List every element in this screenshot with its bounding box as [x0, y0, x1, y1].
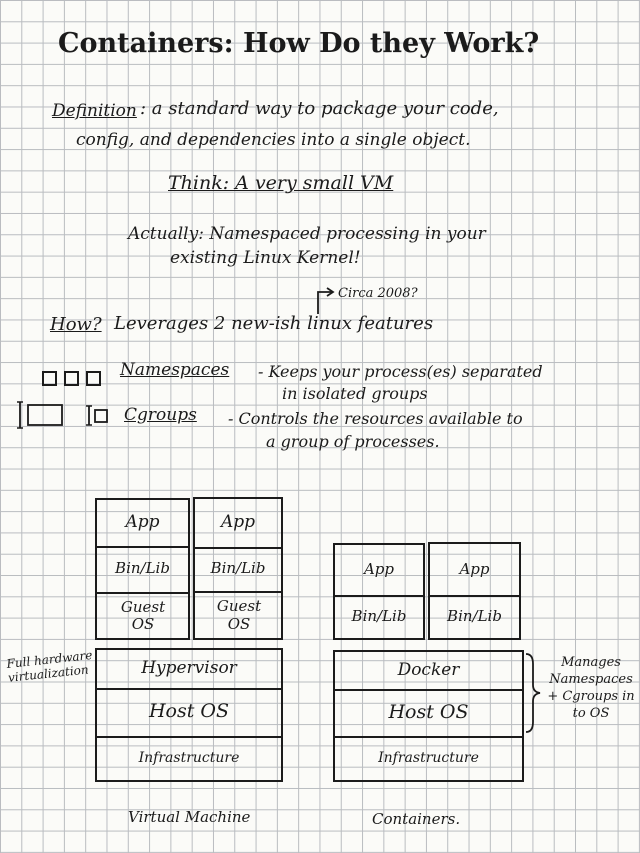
namespace-square-icon — [64, 371, 79, 386]
circa-note: Circa 2008? — [338, 286, 418, 301]
vm-app-label: App — [220, 512, 256, 533]
container-infrastructure-label: Infrastructure — [378, 749, 479, 766]
think-line: Think: A very small VM — [168, 172, 394, 194]
vm-binlib-label: Bin/Lib — [115, 559, 170, 578]
feature-name-cgroups: Cgroups — [124, 405, 197, 425]
vm-host-os-label: Host OS — [148, 700, 230, 723]
containers-note: Manages Namespaces + Cgroups in to OS — [547, 655, 635, 721]
feature-name-namespaces: Namespaces — [120, 360, 230, 380]
circa-arrow — [317, 287, 335, 314]
container-binlib-label: Bin/Lib — [447, 606, 502, 625]
feature-desc-namespaces-1: - Keeps your process(es) separated — [258, 362, 543, 381]
vm-column-2: App Bin/Lib Guest OS — [193, 497, 283, 640]
how-label: How? — [50, 314, 102, 335]
feature-desc-cgroups-2: a group of processes. — [266, 432, 440, 451]
actually-line-2: existing Linux Kernel! — [170, 248, 361, 268]
actually-line-1: Actually: Namespaced processing in your — [128, 224, 486, 244]
container-column-2: App Bin/Lib — [428, 542, 521, 640]
namespace-square-icon — [42, 371, 57, 386]
container-app-label: App — [459, 559, 490, 578]
container-host-os-label: Host OS — [388, 700, 469, 723]
definition-line-2: config, and dependencies into a single o… — [76, 130, 471, 150]
container-binlib-label: Bin/Lib — [351, 606, 407, 625]
feature-desc-namespaces-2: in isolated groups — [282, 384, 428, 403]
vm-guest-os-label: Guest OS — [120, 597, 166, 633]
definition-label: Definition — [52, 101, 137, 121]
containers-caption: Containers. — [372, 810, 461, 828]
brace-icon — [525, 653, 541, 733]
cgroup-resource-icon — [17, 401, 108, 429]
vm-note: Full hardware virtualization — [5, 648, 93, 685]
how-text: Leverages 2 new-ish linux features — [114, 313, 434, 334]
vm-base-stack: Hypervisor Host OS Infrastructure — [95, 648, 283, 782]
vm-infrastructure-label: Infrastructure — [138, 749, 240, 766]
vm-caption: Virtual Machine — [128, 808, 251, 826]
container-docker-label: Docker — [397, 659, 460, 680]
vm-binlib-label: Bin/Lib — [210, 559, 266, 578]
feature-desc-cgroups-1: - Controls the resources available to — [228, 409, 523, 428]
vm-app-label: App — [125, 512, 160, 533]
namespace-square-icon — [86, 371, 101, 386]
container-app-label: App — [363, 560, 395, 579]
page-title: Containers: How Do they Work? — [58, 28, 540, 59]
vm-column-1: App Bin/Lib Guest OS — [95, 498, 190, 640]
containers-base-stack: Docker Host OS Infrastructure — [333, 650, 524, 782]
definition-line-1: : a standard way to package your code, — [140, 98, 499, 119]
vm-hypervisor-label: Hypervisor — [141, 658, 237, 679]
vm-guest-os-label: Guest OS — [216, 597, 262, 633]
container-column-1: App Bin/Lib — [333, 543, 425, 640]
